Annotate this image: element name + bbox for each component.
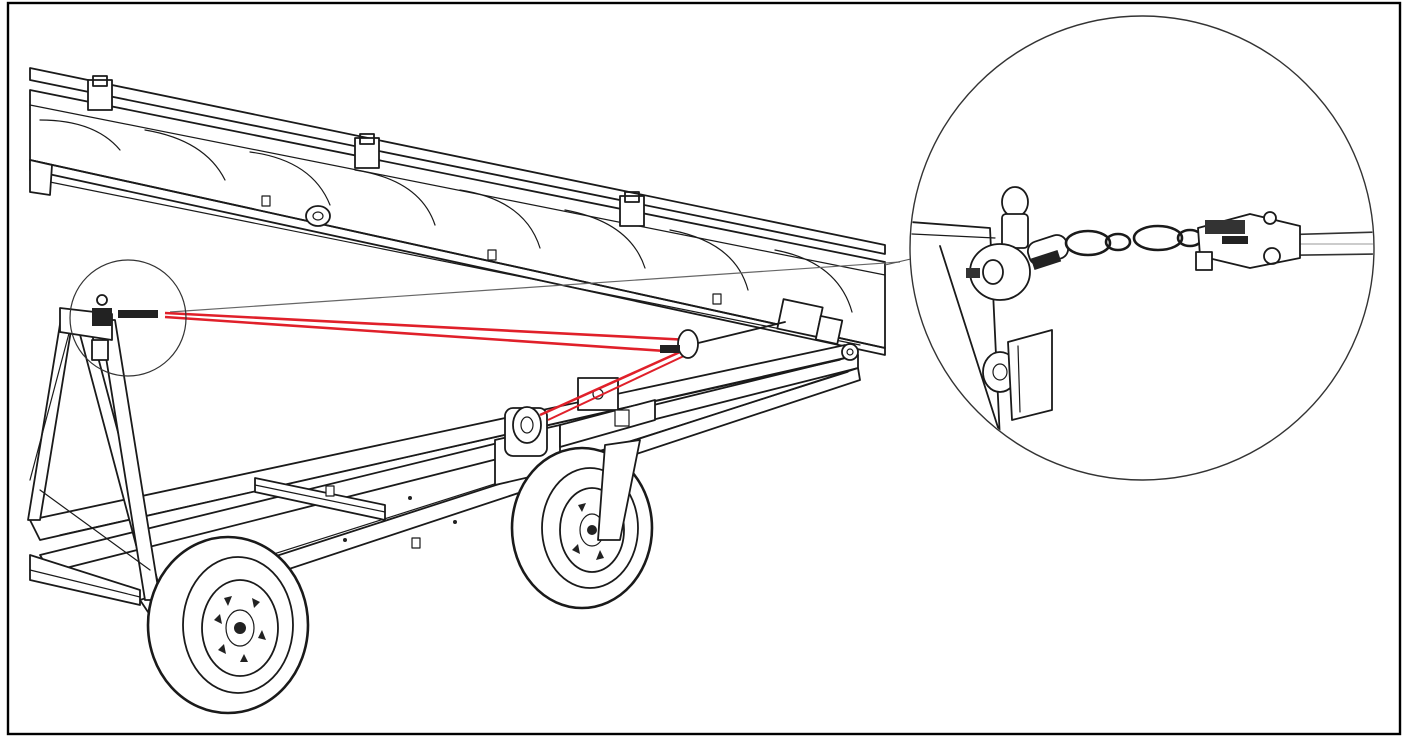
cable-clamp-icon <box>1195 211 1301 271</box>
wheel-right <box>510 439 654 610</box>
highlighted-cable <box>164 311 691 421</box>
eye-bolt-icon <box>966 186 1031 301</box>
lower-bolt-icon <box>982 329 1053 421</box>
tube-roller-icon <box>305 205 331 227</box>
rail-clamp <box>87 75 113 111</box>
detail-callout <box>69 15 1375 481</box>
detail-source-circle <box>69 259 187 377</box>
chain-links-icon <box>1064 224 1204 257</box>
rail-clamp <box>354 133 380 169</box>
rail-clamp <box>619 191 645 227</box>
wheel-left <box>146 535 310 715</box>
anchor-hardware-icon <box>92 294 158 326</box>
auger-tube <box>29 67 886 356</box>
pulley-block-icon <box>660 329 699 359</box>
cable-system <box>92 261 901 421</box>
